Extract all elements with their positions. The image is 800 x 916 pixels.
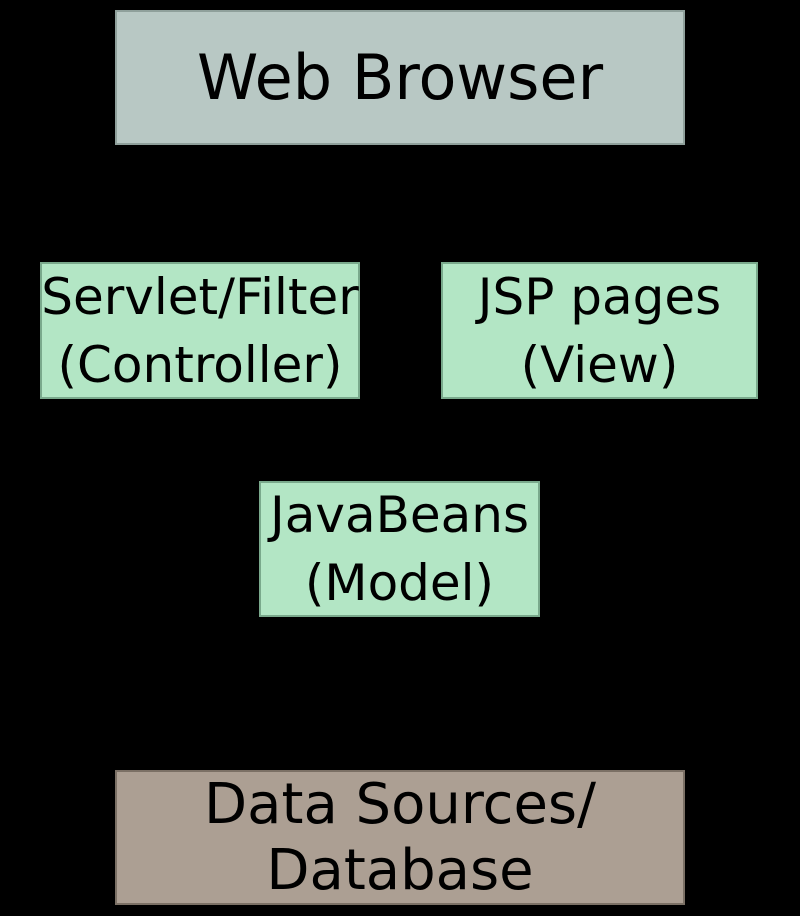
box-servlet-filter-label-line1: Servlet/Filter [41,267,359,326]
box-jsp-pages-view: JSP pages (View) [441,262,758,399]
box-web-browser: Web Browser [115,10,685,145]
box-data-sources-label-line2: Database [266,837,534,903]
box-javabeans-model: JavaBeans (Model) [259,481,540,617]
box-jsp-pages-label-line1: JSP pages [477,267,722,326]
box-data-sources-database: Data Sources/ Database [115,770,685,905]
box-javabeans-label-line2: (Model) [304,554,495,612]
box-servlet-filter-label-line2: (Controller) [57,335,343,394]
box-jsp-pages-label-line2: (View) [520,335,679,394]
box-data-sources-label-line1: Data Sources/ [204,771,596,837]
box-servlet-filter-controller: Servlet/Filter (Controller) [40,262,360,399]
box-javabeans-label-line1: JavaBeans [269,486,530,544]
box-web-browser-label: Web Browser [196,40,604,114]
